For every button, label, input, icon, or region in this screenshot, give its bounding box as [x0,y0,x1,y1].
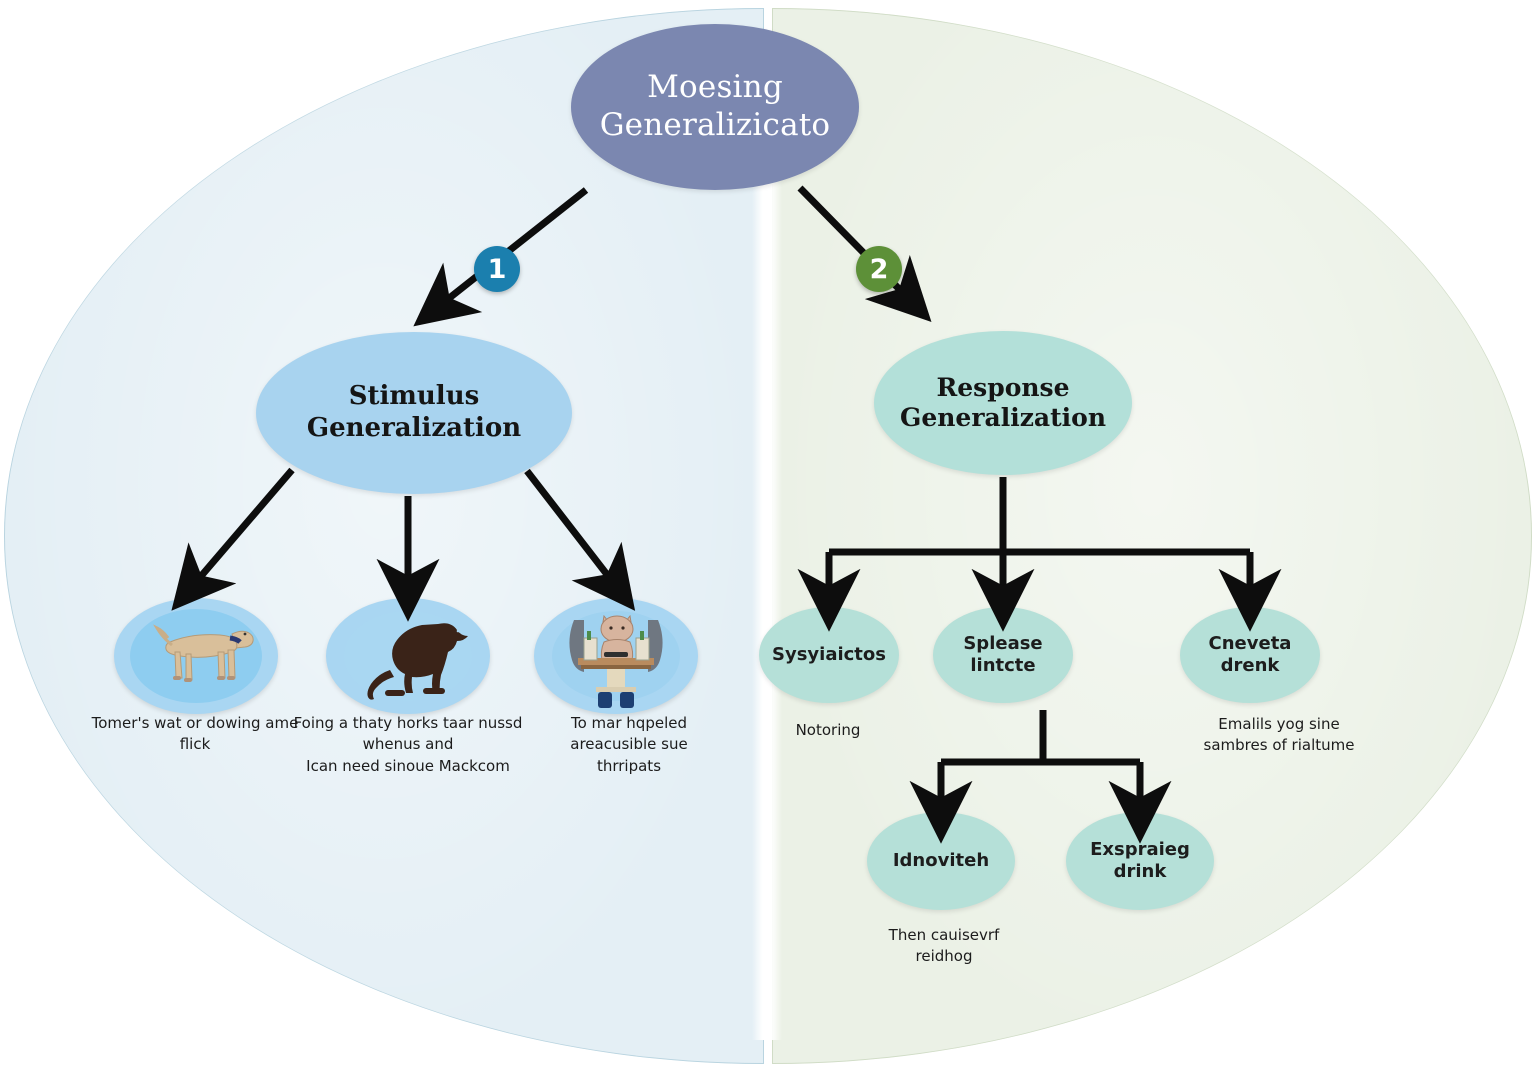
response-child-node-1[interactable]: Sysyiaictos [751,599,907,711]
panel-divider [752,40,782,1040]
sitting-dark-dog-silhouette-illustration [344,611,472,701]
response-child-1-label: Sysyiaictos [772,644,886,666]
branch-badge-1[interactable]: 1 [474,246,520,292]
response-child-2-label: Splease lintcte [963,633,1043,676]
example-image-node-2[interactable] [326,598,490,714]
response-subchild-1-label: Idnoviteh [892,850,990,872]
response-child-caption-3: Emalils yog sine sambres of rialtume [1203,715,1355,755]
response-generalization-label: Response Generalization [900,372,1106,433]
branch-badge-2-label: 2 [869,253,889,285]
stimulus-generalization-node[interactable]: Stimulus Generalization [249,325,579,501]
root-node-label: Moesing Generalizicato [599,69,831,143]
response-child-node-3[interactable]: Cneveta drenk [1172,599,1328,711]
branch-badge-1-label: 1 [487,253,507,285]
branch-badge-2[interactable]: 2 [856,246,902,292]
stimulus-generalization-label: Stimulus Generalization [306,381,522,443]
response-subchild-node-1[interactable]: Idnoviteh [859,804,1023,918]
response-child-node-2[interactable]: Splease lintcte [925,599,1081,711]
example-image-node-1[interactable] [114,598,278,714]
response-child-3-label: Cneveta drenk [1208,633,1292,676]
standing-tan-dog-illustration [130,609,262,703]
example-caption-3: To mar hqpeled areacusible sue thrripats [570,714,688,775]
response-child-caption-1: Notoring [795,721,861,739]
example-image-node-3[interactable] [534,598,698,714]
response-subchild-2-label: Exspraieg drink [1090,839,1190,882]
cat-at-desk-illustration [552,611,680,708]
example-caption-2: Foing a thaty horks taar nussd whenus an… [293,714,523,775]
response-generalization-node[interactable]: Response Generalization [864,321,1142,485]
response-subchild-caption-1: Then cauisevrf reidhog [888,926,1000,966]
root-node[interactable]: Moesing Generalizicato [558,11,872,203]
response-subchild-node-2[interactable]: Exspraieg drink [1058,804,1222,918]
example-caption-1: Tomer's wat or dowing ame flick [91,714,299,754]
